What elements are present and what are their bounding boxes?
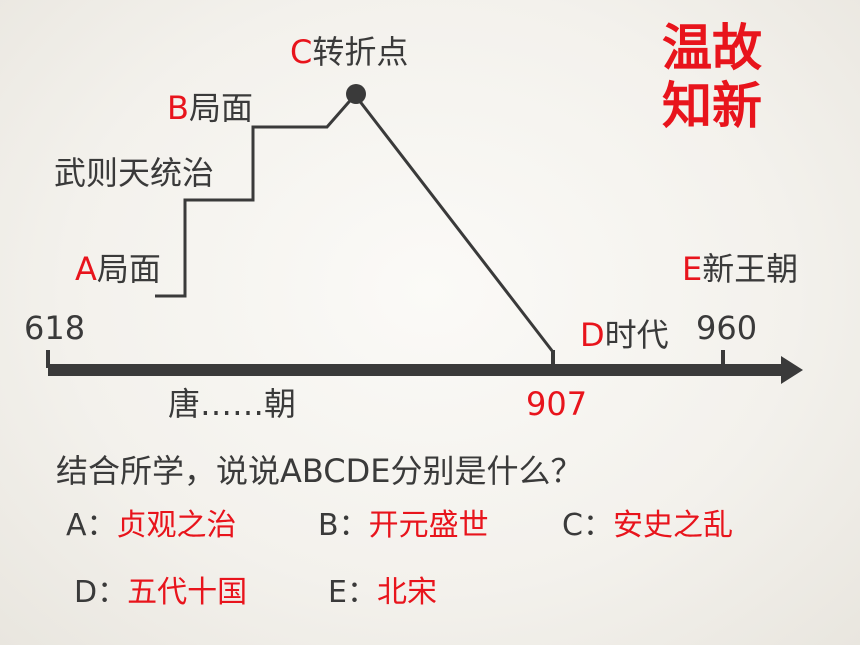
label-d-letter: D — [580, 316, 605, 354]
answer-e-value: 北宋 — [376, 575, 437, 610]
label-e-letter: E — [682, 250, 703, 288]
label-d: D时代 — [580, 319, 669, 351]
label-e: E新王朝 — [682, 253, 798, 285]
question-text: 结合所学，说说ABCDE分别是什么？ — [56, 452, 583, 490]
tick-960 — [721, 350, 725, 368]
review-title: 温故 知新 — [662, 19, 762, 135]
tick-907 — [551, 350, 555, 368]
label-a-text: 局面 — [96, 250, 161, 288]
answer-a: A：贞观之治 — [66, 511, 237, 541]
answer-d-key: D： — [74, 575, 128, 610]
year-960: 960 — [696, 309, 758, 347]
year-907: 907 — [526, 385, 588, 423]
year-618: 618 — [24, 309, 86, 347]
timeline-axis — [48, 364, 785, 376]
answer-b-value: 开元盛世 — [368, 508, 489, 543]
label-b-letter: B — [167, 89, 189, 127]
answer-c-key: C： — [562, 508, 613, 543]
answer-a-value: 贞观之治 — [116, 508, 237, 543]
label-c-letter: C — [290, 33, 313, 71]
answer-c: C：安史之乱 — [562, 511, 733, 541]
label-wuzetian: 武则天统治 — [54, 154, 215, 192]
answer-b: B：开元盛世 — [318, 511, 489, 541]
label-b-text: 局面 — [188, 89, 253, 127]
answer-e: E：北宋 — [328, 578, 437, 608]
turning-point-marker — [346, 84, 366, 104]
label-c-text: 转折点 — [312, 33, 409, 71]
label-c: C转折点 — [290, 36, 408, 68]
tick-618 — [46, 350, 50, 368]
label-a-letter: A — [75, 250, 97, 288]
label-a: A局面 — [75, 253, 161, 285]
answer-a-key: A： — [66, 508, 117, 543]
answer-e-key: E： — [328, 575, 377, 610]
answer-d: D：五代十国 — [74, 578, 247, 608]
label-d-text: 时代 — [604, 316, 669, 354]
answer-d-value: 五代十国 — [127, 575, 248, 610]
label-b: B局面 — [167, 92, 253, 124]
label-e-text: 新王朝 — [702, 250, 799, 288]
review-title-line-2: 知新 — [662, 76, 762, 135]
dynasty-label: 唐……朝 — [168, 385, 297, 423]
timeline-arrowhead — [781, 356, 803, 384]
history-trend-line — [155, 92, 555, 353]
review-title-line-1: 温故 — [662, 19, 762, 77]
answer-c-value: 安史之乱 — [612, 508, 733, 543]
answer-b-key: B： — [318, 508, 369, 543]
